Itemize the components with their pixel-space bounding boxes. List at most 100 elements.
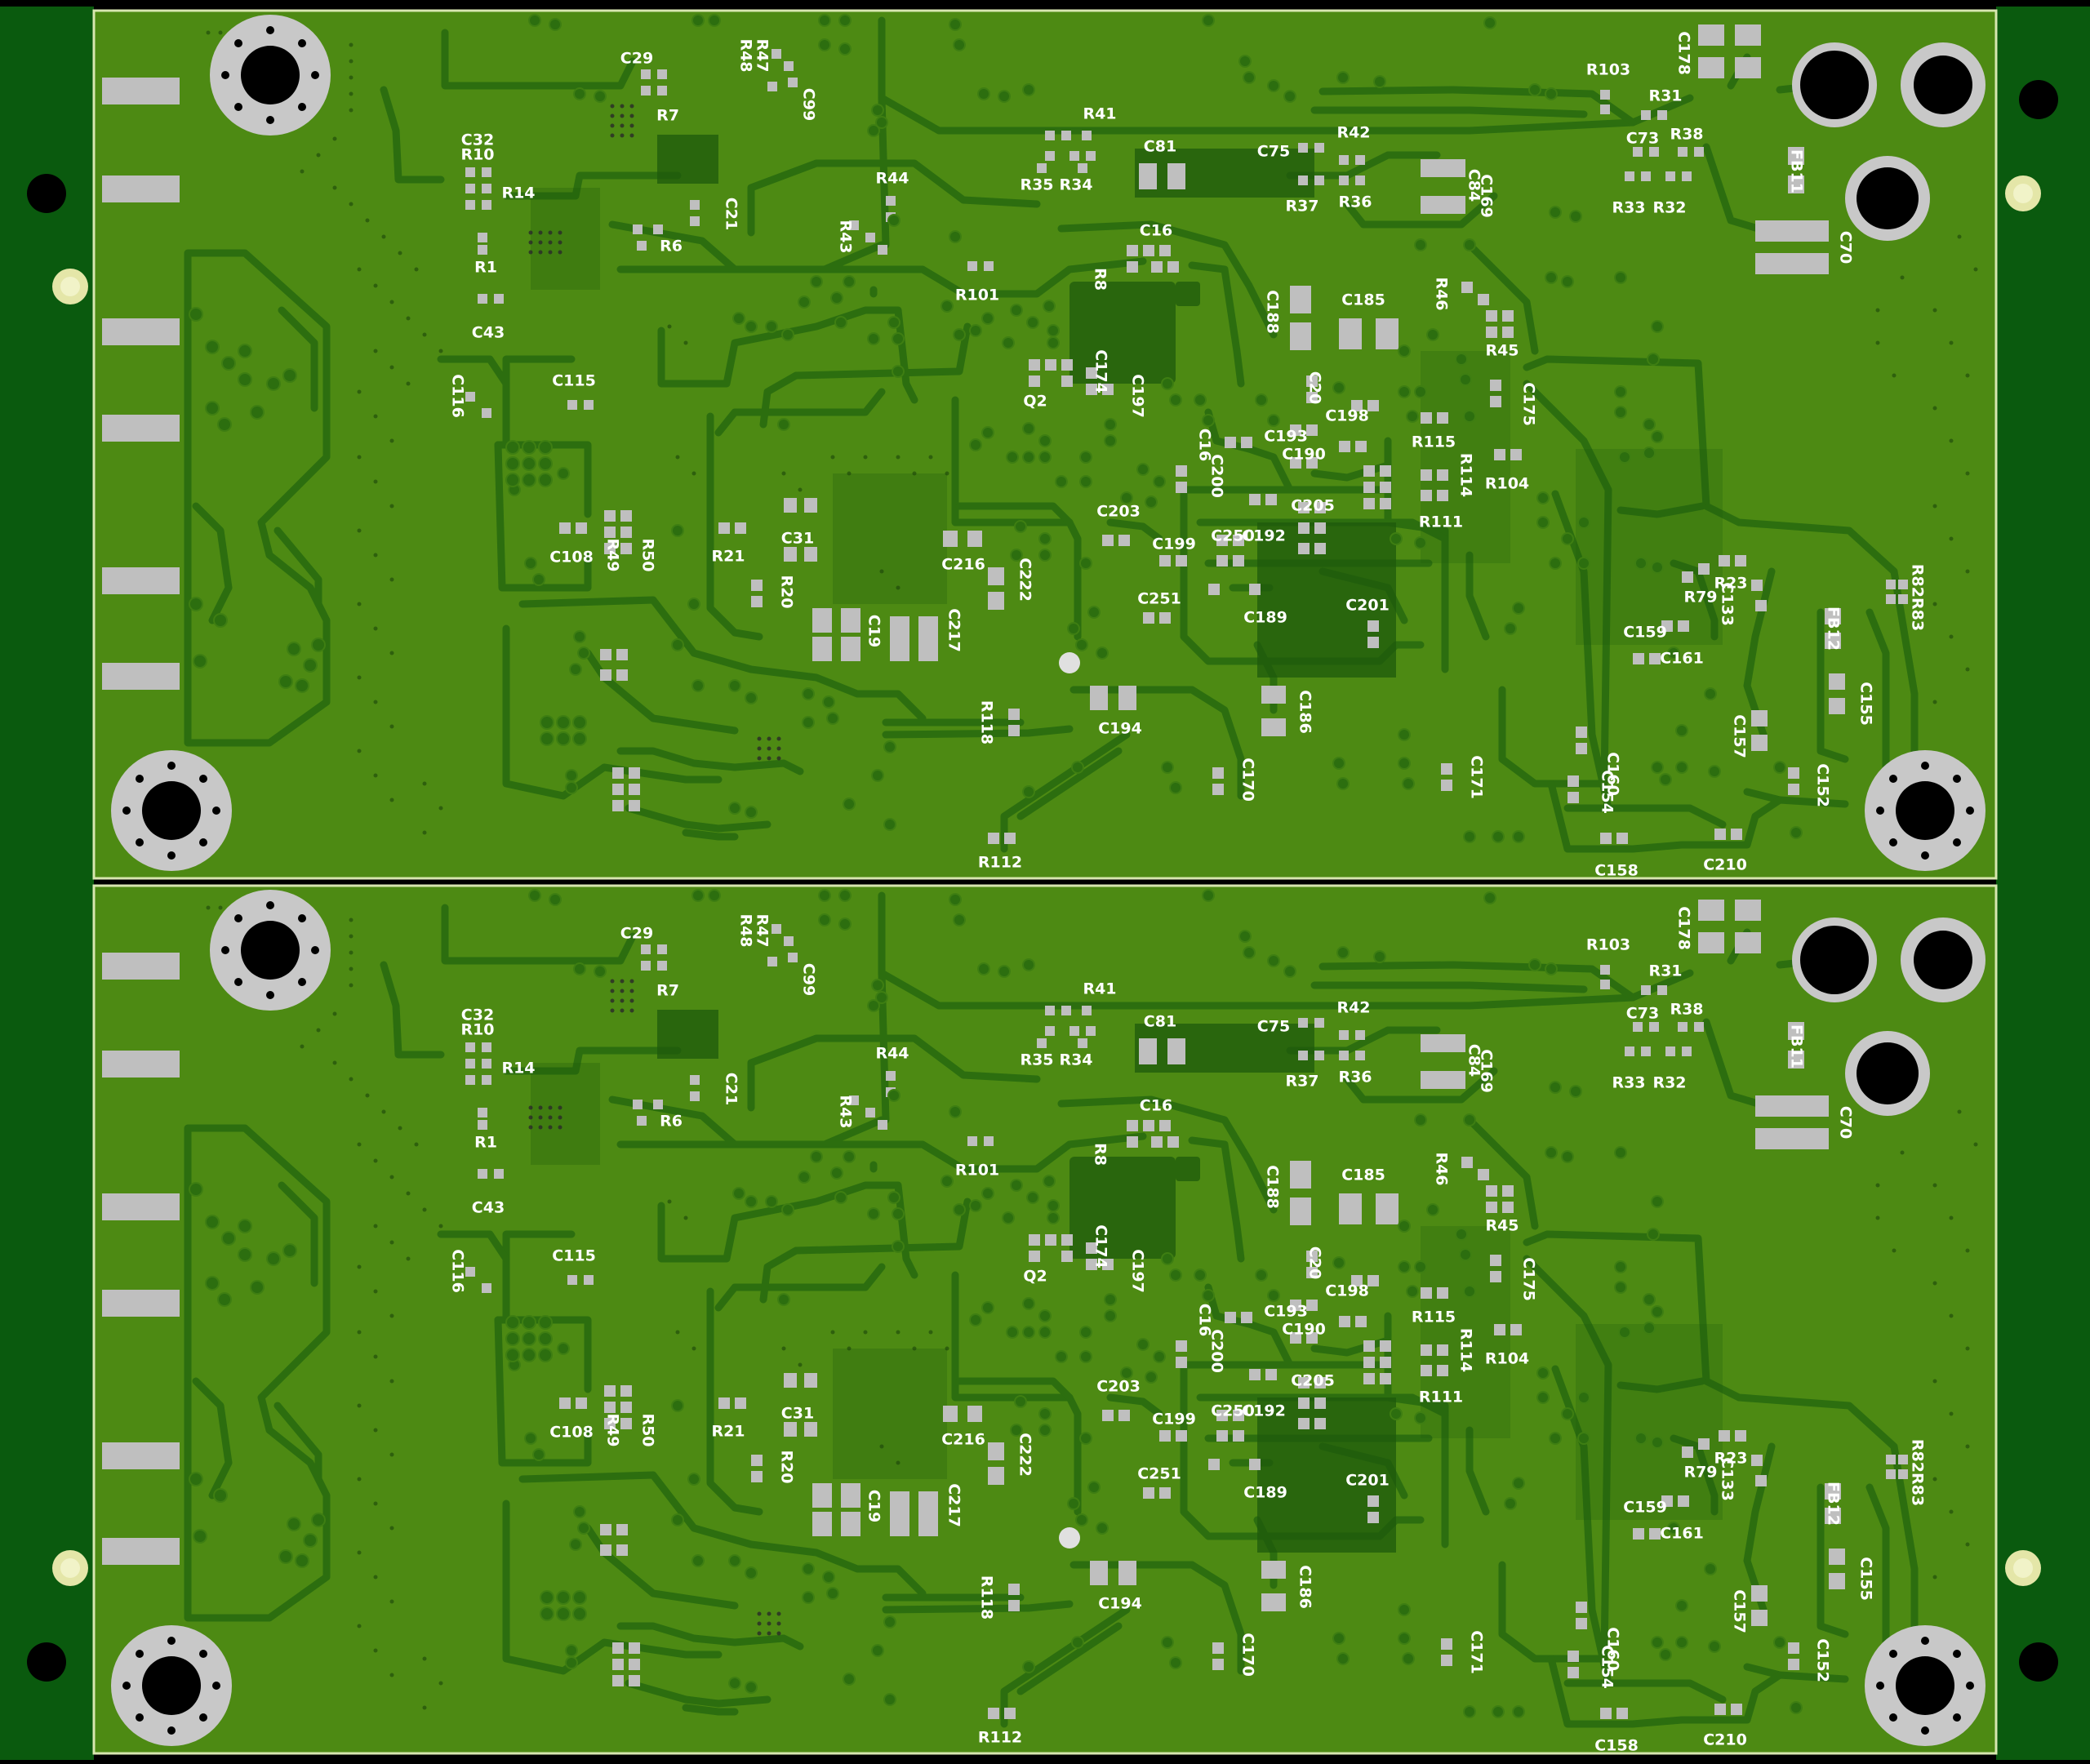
silkscreen-label: C169 xyxy=(1478,1049,1496,1093)
silkscreen-label: C152 xyxy=(1814,1638,1832,1682)
silkscreen-label: R79 xyxy=(1683,1464,1717,1482)
silkscreen-label: R10 xyxy=(460,1021,494,1039)
silkscreen-label: C205 xyxy=(1291,1372,1335,1390)
silkscreen-label: R34 xyxy=(1059,176,1092,194)
silkscreen-label: R21 xyxy=(711,548,745,566)
silkscreen-label: R37 xyxy=(1285,198,1318,216)
silkscreen-label: C108 xyxy=(549,1424,594,1442)
silkscreen-label: C152 xyxy=(1814,763,1832,807)
silkscreen-label: C170 xyxy=(1239,1633,1257,1677)
silkscreen-label: C20 xyxy=(1306,1246,1324,1279)
silkscreen-label: C157 xyxy=(1731,714,1749,758)
silkscreen-label: R44 xyxy=(875,170,909,188)
silkscreen-label: R112 xyxy=(978,1729,1022,1747)
silkscreen-label: R36 xyxy=(1338,1069,1372,1086)
silkscreen-label: C16 xyxy=(1196,1304,1214,1336)
silkscreen-label: C188 xyxy=(1264,1165,1282,1209)
silkscreen-label: Q2 xyxy=(1023,1268,1047,1286)
silkscreen-label: C159 xyxy=(1623,1499,1667,1517)
silkscreen-label: C200 xyxy=(1208,454,1226,498)
silkscreen-label: R43 xyxy=(837,220,855,253)
silkscreen-label: C161 xyxy=(1660,1525,1704,1543)
silkscreen-label: C189 xyxy=(1243,1484,1287,1502)
silkscreen-label: C21 xyxy=(723,198,740,230)
silkscreen-label: R48 xyxy=(737,38,755,72)
silkscreen-label: R23 xyxy=(1714,1450,1747,1468)
silkscreen-label: C43 xyxy=(472,324,505,342)
rail-tooling-hole xyxy=(2019,1642,2058,1682)
silkscreen-label: R8 xyxy=(1092,268,1109,291)
silkscreen-label: R41 xyxy=(1083,105,1116,123)
silkscreen-labels-top: C29R7R48R47C99C32R10R14C21R6R1C43R44R43R… xyxy=(449,31,1927,879)
silkscreen-label: C81 xyxy=(1144,1013,1176,1031)
silkscreen-label: R35 xyxy=(1020,1051,1053,1069)
silkscreen-label: R111 xyxy=(1419,1389,1463,1406)
silkscreen-label: FB12 xyxy=(1825,607,1843,651)
silkscreen-label: C84 xyxy=(1465,169,1483,202)
silkscreen-label: C16 xyxy=(1140,1097,1172,1115)
silkscreen-label: C217 xyxy=(945,1483,963,1527)
silkscreen-label: C216 xyxy=(941,1431,985,1449)
board-bottom: C29R7R48R47C99C32R10R14C21R6R1C43R44R43R… xyxy=(92,884,1998,1755)
silkscreen-label: R111 xyxy=(1419,513,1463,531)
silkscreen-label: C190 xyxy=(1282,1321,1326,1339)
silkscreen-label: R36 xyxy=(1338,193,1372,211)
silkscreen-label: R118 xyxy=(978,700,996,744)
silkscreen-label: R34 xyxy=(1059,1051,1092,1069)
silkscreen-label: C251 xyxy=(1137,590,1181,608)
silkscreen-label: C73 xyxy=(1626,130,1659,148)
silkscreen-label: R7 xyxy=(656,107,679,125)
silkscreen-label: R14 xyxy=(501,1060,535,1078)
silkscreen-label: C222 xyxy=(1016,558,1034,602)
silkscreen-label: R114 xyxy=(1457,453,1475,497)
rail-tooling-hole xyxy=(27,1642,66,1682)
silkscreen-label: R31 xyxy=(1648,87,1682,105)
silkscreen-label: C75 xyxy=(1257,143,1290,161)
silkscreen-label: R112 xyxy=(978,854,1022,872)
silkscreen-label: R41 xyxy=(1083,980,1116,998)
silkscreen-label: C115 xyxy=(552,372,596,390)
silkscreen-label: C193 xyxy=(1264,1303,1308,1321)
silkscreen-label: C99 xyxy=(800,88,818,121)
silkscreen-label: C155 xyxy=(1857,682,1875,726)
silkscreen-label: C201 xyxy=(1345,1472,1390,1490)
rail-tooling-hole xyxy=(27,174,66,213)
silkscreen-label: C154 xyxy=(1599,1645,1616,1689)
silkscreen-label: R10 xyxy=(460,146,494,164)
silkscreen-label: C199 xyxy=(1152,535,1196,553)
silkscreen-label: R21 xyxy=(711,1423,745,1441)
silkscreen-label: C194 xyxy=(1098,720,1142,738)
silkscreen-label: C32 xyxy=(461,1006,494,1024)
silkscreen-label: C32 xyxy=(461,131,494,149)
silkscreen-label: C81 xyxy=(1144,138,1176,156)
silkscreen-label: C185 xyxy=(1341,1166,1385,1184)
silkscreen-label: R46 xyxy=(1433,1152,1451,1185)
silkscreen-label: C154 xyxy=(1599,770,1616,814)
silkscreen-label: C198 xyxy=(1325,1282,1369,1300)
silkscreen-label: C29 xyxy=(620,925,653,943)
silkscreen-label: C189 xyxy=(1243,609,1287,627)
silkscreen-label: Q2 xyxy=(1023,393,1047,411)
silkscreen-label: R20 xyxy=(778,575,796,608)
silkscreen-label: C200 xyxy=(1208,1329,1226,1373)
silkscreen-label: C160 xyxy=(1604,1627,1622,1671)
silkscreen-label: C70 xyxy=(1837,1106,1855,1139)
silkscreen-label: R103 xyxy=(1586,61,1630,79)
silkscreen-label: C133 xyxy=(1719,1457,1736,1501)
silkscreen-label: C108 xyxy=(549,549,594,567)
silkscreen-label: C70 xyxy=(1837,231,1855,264)
silkscreen-label: C161 xyxy=(1660,650,1704,668)
silkscreen-label: C186 xyxy=(1296,690,1314,734)
silkscreen-label: R115 xyxy=(1412,433,1456,451)
silkscreen-label: C222 xyxy=(1016,1433,1034,1477)
silkscreen-label: R1 xyxy=(474,259,497,277)
silkscreen-label: R45 xyxy=(1485,342,1519,360)
rail-tooling-hole xyxy=(2019,80,2058,119)
silkscreen-label: C178 xyxy=(1675,906,1693,950)
silkscreen-label: R118 xyxy=(978,1575,996,1620)
silkscreen-label: C99 xyxy=(800,963,818,996)
silkscreen-label: C20 xyxy=(1306,371,1324,404)
silkscreen-label: R35 xyxy=(1020,176,1053,194)
silkscreen-label: C158 xyxy=(1594,1737,1639,1755)
silkscreen-label: R42 xyxy=(1336,124,1370,142)
